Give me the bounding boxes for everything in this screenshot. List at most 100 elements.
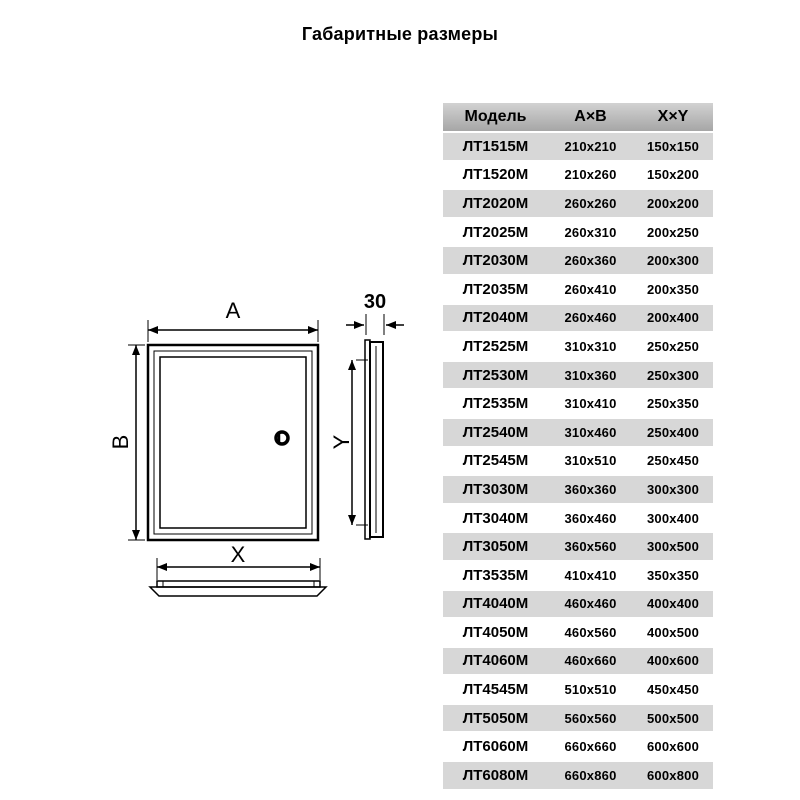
outer-size-cell: 310x410 (564, 396, 617, 412)
outer-size-cell: 510x510 (564, 682, 617, 698)
model-cell: ЛТ6060М (462, 738, 529, 756)
model-cell: ЛТ3535М (462, 566, 529, 584)
outer-size-cell: 460x460 (564, 596, 617, 612)
dimension-a: A (147, 298, 319, 342)
outer-size-cell: 310x460 (564, 424, 617, 440)
outer-size-cell: 310x360 (564, 367, 617, 383)
opening-size-cell: 400x600 (646, 653, 699, 669)
model-cell: ЛТ2540М (462, 423, 529, 441)
model-cell: ЛТ1515М (462, 137, 529, 155)
table-row: ЛТ2530М 310x360 250x300 (443, 361, 713, 391)
handle-icon (274, 430, 290, 446)
table-row: ЛТ1515М 210x210 150x150 (443, 133, 713, 162)
table-row: ЛТ4050М 460x560 400x500 (443, 619, 713, 648)
model-cell: ЛТ4040М (462, 595, 529, 613)
opening-size-cell: 600x600 (646, 739, 699, 755)
table-row: ЛТ2020М 260x260 200x200 (443, 190, 713, 219)
model-cell: ЛТ4545М (462, 681, 529, 699)
model-cell: ЛТ2535М (462, 395, 529, 413)
dimension-depth: 30 (346, 291, 404, 335)
table-row: ЛТ4545М 510x510 450x450 (443, 676, 713, 705)
opening-size-cell: 250x250 (646, 338, 699, 354)
opening-size-cell: 300x500 (646, 539, 699, 555)
table-row: ЛТ2545М 310x510 250x450 (443, 447, 713, 477)
outer-size-cell: 260x360 (564, 253, 617, 269)
header-model: Модель (464, 108, 527, 125)
table-row: ЛТ2525М 310x310 250x250 (443, 333, 713, 362)
model-cell: ЛТ2035М (462, 280, 529, 298)
size-table: Модель А×В X×Y ЛТ1515М 210x210 150x150 Л… (443, 103, 713, 791)
table-row: ЛТ2535М 310x410 250x350 (443, 390, 713, 419)
model-cell: ЛТ2025М (462, 223, 529, 241)
outer-size-cell: 660x860 (564, 767, 617, 783)
outer-size-cell: 410x410 (564, 567, 617, 583)
label-x: X (231, 542, 246, 567)
model-cell: ЛТ6080М (462, 766, 529, 784)
model-cell: ЛТ2545М (462, 452, 529, 470)
outer-size-cell: 260x310 (564, 224, 617, 240)
header-xy: X×Y (657, 108, 689, 125)
opening-size-cell: 400x500 (646, 624, 699, 640)
opening-size-cell: 350x350 (646, 567, 699, 583)
table-row: ЛТ2030М 260x360 200x300 (443, 247, 713, 276)
model-cell: ЛТ1520М (462, 166, 529, 184)
model-cell: ЛТ2030М (462, 252, 529, 270)
opening-size-cell: 250x300 (646, 367, 699, 383)
dimension-diagram: A B X (108, 291, 404, 597)
table-row: ЛТ6060М 660x660 600x600 (443, 733, 713, 763)
header-ab: А×В (574, 108, 607, 125)
outer-size-cell: 210x260 (564, 167, 617, 183)
label-b: B (108, 435, 133, 450)
table-row: ЛТ3030М 360x360 300x300 (443, 476, 713, 505)
table-row: ЛТ2540М 310x460 250x400 (443, 418, 713, 448)
side-view (364, 339, 384, 540)
page-title: Габаритные размеры (301, 24, 499, 44)
label-depth: 30 (364, 291, 386, 313)
table-row: ЛТ3040М 360x460 300x400 (443, 504, 713, 534)
opening-size-cell: 300x400 (646, 510, 699, 526)
model-cell: ЛТ2040М (462, 309, 529, 327)
opening-size-cell: 600x800 (646, 767, 699, 783)
dimension-b: B (108, 344, 145, 541)
model-cell: ЛТ3030М (462, 480, 529, 498)
outer-size-cell: 260x260 (564, 195, 617, 211)
opening-size-cell: 250x400 (646, 424, 699, 440)
model-cell: ЛТ4050М (462, 623, 529, 641)
table-row: ЛТ6080М 660x860 600x800 (443, 762, 713, 791)
outer-size-cell: 310x510 (564, 453, 617, 469)
model-cell: ЛТ2020М (462, 194, 529, 212)
outer-size-cell: 260x410 (564, 281, 617, 297)
opening-size-cell: 400x400 (646, 596, 699, 612)
table-row: ЛТ2025М 260x310 200x250 (443, 218, 713, 248)
opening-size-cell: 250x450 (646, 453, 699, 469)
front-view (146, 343, 320, 542)
table-row: ЛТ3535М 410x410 350x350 (443, 561, 713, 591)
size-table-header: Модель А×В X×Y (443, 103, 713, 133)
table-row: ЛТ2040М 260x460 200x400 (443, 304, 713, 334)
dimension-y: Y (329, 359, 368, 526)
bottom-view (148, 580, 328, 597)
model-cell: ЛТ5050М (462, 709, 529, 727)
table-row: ЛТ3050М 360x560 300x500 (443, 533, 713, 562)
model-cell: ЛТ2530М (462, 366, 529, 384)
opening-size-cell: 450x450 (646, 682, 699, 698)
outer-size-cell: 460x560 (564, 624, 617, 640)
opening-size-cell: 200x400 (646, 310, 699, 326)
dimension-x: X (156, 542, 321, 580)
opening-size-cell: 300x300 (646, 481, 699, 497)
table-row: ЛТ5050М 560x560 500x500 (443, 704, 713, 734)
model-cell: ЛТ3040М (462, 509, 529, 527)
outer-size-cell: 460x660 (564, 653, 617, 669)
opening-size-cell: 200x200 (646, 195, 699, 211)
table-row: ЛТ2035М 260x410 200x350 (443, 275, 713, 305)
outer-size-cell: 210x210 (564, 138, 617, 154)
size-table-body: ЛТ1515М 210x210 150x150 ЛТ1520М 210x260 … (443, 133, 713, 791)
opening-size-cell: 500x500 (646, 710, 699, 726)
outer-size-cell: 360x360 (564, 481, 617, 497)
opening-size-cell: 200x300 (646, 253, 699, 269)
model-cell: ЛТ4060М (462, 652, 529, 670)
opening-size-cell: 150x200 (646, 167, 699, 183)
outer-size-cell: 260x460 (564, 310, 617, 326)
opening-size-cell: 150x150 (646, 138, 699, 154)
